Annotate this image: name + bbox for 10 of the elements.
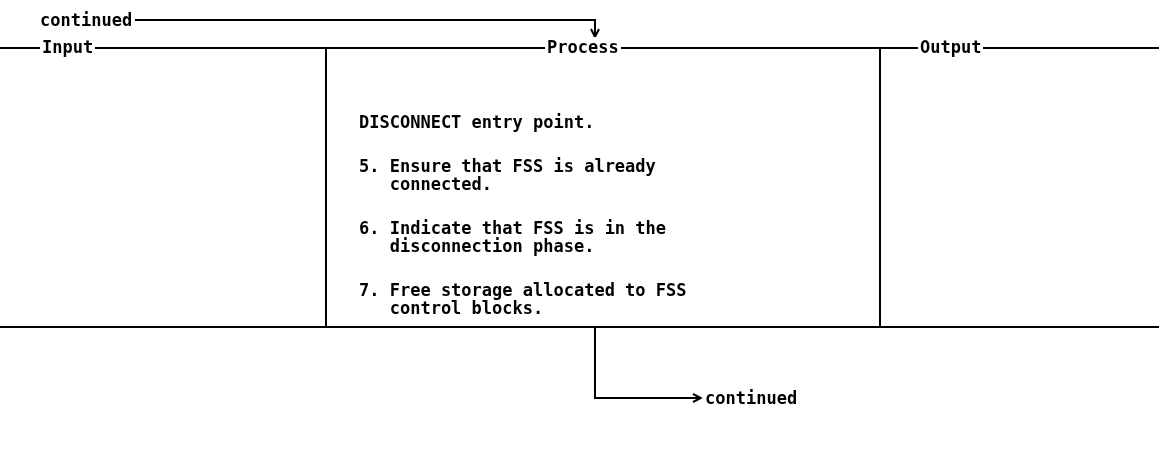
connector-arrow (594, 327, 702, 403)
continuation-label: continued (40, 10, 133, 30)
connector-arrow (134, 19, 600, 38)
step-text: DISCONNECT entry point. (359, 113, 596, 131)
column-header: Input (40, 37, 96, 57)
step-text: 7. Free storage allocated to FSS control blocks. (359, 281, 688, 317)
step-text: 5. Ensure that FSS is already connected. (359, 157, 657, 193)
continuation-label: continued (705, 388, 798, 408)
step-text: 6. Indicate that FSS is in the disconnection phase. (359, 219, 668, 255)
column-header: Output (918, 37, 984, 57)
